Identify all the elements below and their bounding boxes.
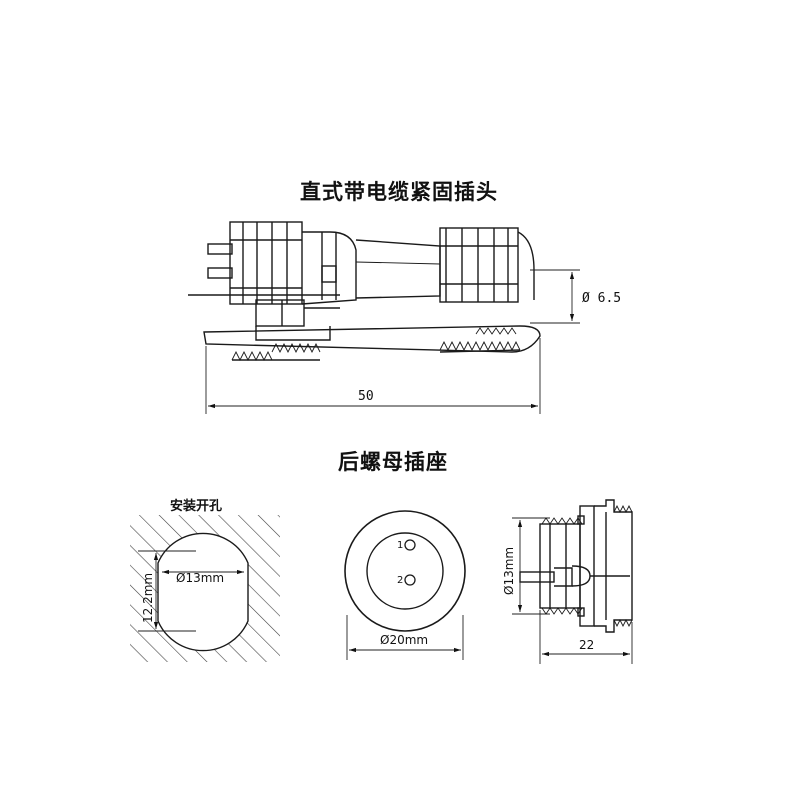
socket-front-face: 1 2 Ø20mm <box>344 510 466 660</box>
socket-title: 后螺母插座 <box>338 450 448 474</box>
mounting-hole-drawing: Ø13mm 12.2mm <box>130 515 280 662</box>
plug-title: 直式带电缆紧固插头 <box>300 180 498 204</box>
hole-flat-label: 12.2mm <box>141 573 155 623</box>
pin-2-label: 2 <box>397 575 403 586</box>
face-diameter-label: Ø20mm <box>380 633 428 647</box>
plug-cable-diameter-label: Ø 6.5 <box>582 291 621 306</box>
straight-plug-drawing: Ø 6.5 50 <box>188 221 621 414</box>
hole-diameter-label: Ø13mm <box>176 571 224 585</box>
socket-side-view: Ø13mm 22 <box>502 499 633 664</box>
pin-1-label: 1 <box>397 540 403 551</box>
mounting-hole-title: 安装开孔 <box>170 499 223 514</box>
side-length-label: 22 <box>579 638 594 652</box>
plug-length-label: 50 <box>358 389 374 404</box>
side-diameter-label: Ø13mm <box>502 547 516 595</box>
